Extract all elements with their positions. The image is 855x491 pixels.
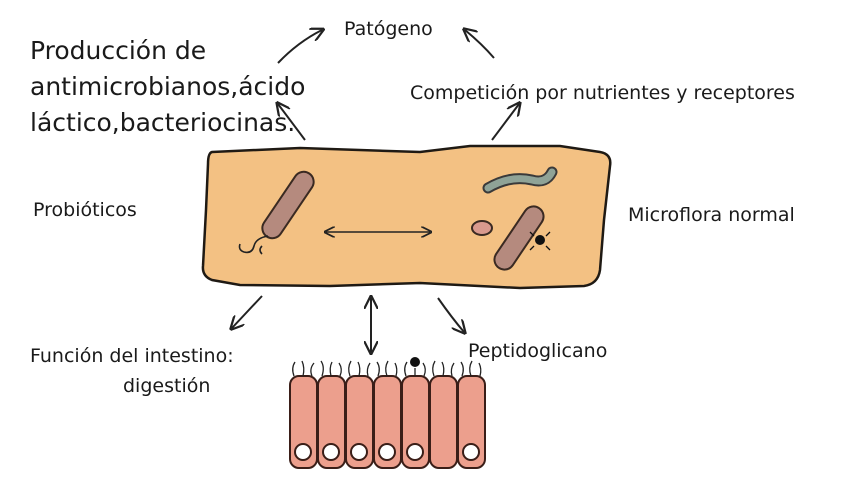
arrow-to-gut-function (232, 296, 262, 328)
antimicrobials-label-3: láctico,bacteriocinas. (30, 109, 295, 138)
antimicrobials-label-1: Producción de (30, 37, 206, 66)
microvilli (293, 361, 481, 376)
gut-function-label-2: digestión (123, 376, 210, 398)
competition-label: Competición por nutrientes y receptores (410, 83, 795, 105)
probiotics-label: Probióticos (33, 200, 137, 222)
arrow-to-peptidoglycan (438, 298, 464, 332)
arrow-to-pathogen-right (465, 30, 494, 58)
normal-flora-label: Microflora normal (628, 205, 795, 227)
peptidoglycan-label: Peptidoglicano (468, 341, 607, 363)
flora-coccus (472, 221, 492, 235)
antimicrobials-label-2: antimicrobianos,ácido (30, 73, 305, 102)
pathogen-label: Patógeno (344, 19, 433, 41)
arrow-to-competition (492, 104, 519, 140)
arrow-to-pathogen-left (278, 30, 322, 63)
particle-on-villi (410, 357, 420, 367)
gut-function-label-1: Función del intestino: (30, 346, 234, 368)
